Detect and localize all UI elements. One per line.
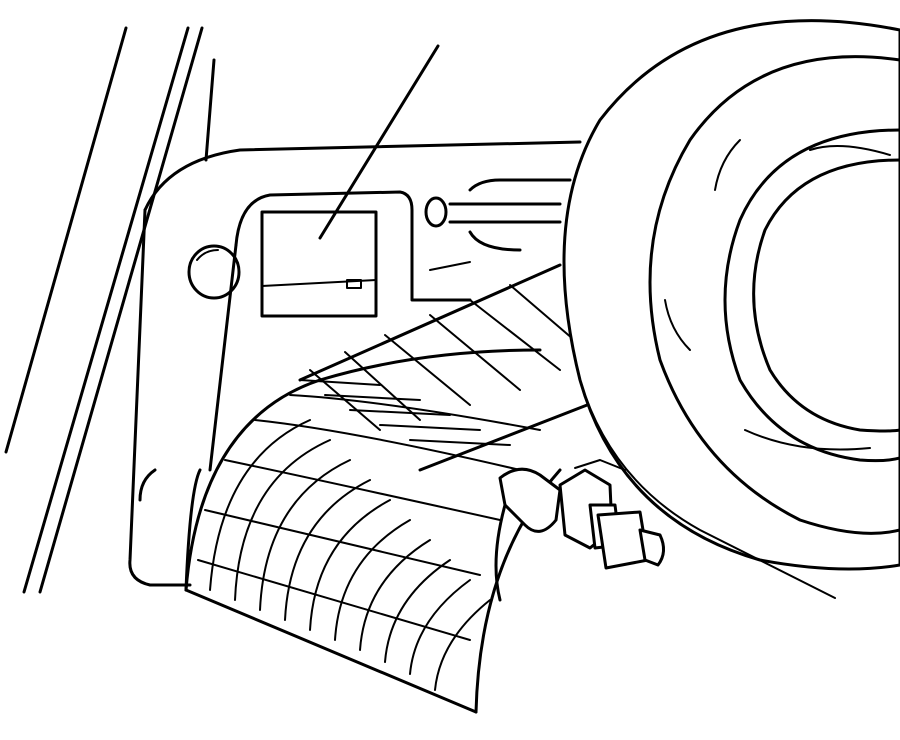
side-panel <box>128 140 582 587</box>
top-grille <box>298 263 602 472</box>
cylindrical-screen-grille <box>184 348 562 714</box>
fan-pulley-disc <box>562 19 900 599</box>
bolt-nut-bracket <box>494 459 665 602</box>
shaft-rod <box>424 178 572 252</box>
label-plate <box>260 210 378 318</box>
leader-line <box>318 44 440 240</box>
pillar-frame <box>4 26 216 594</box>
